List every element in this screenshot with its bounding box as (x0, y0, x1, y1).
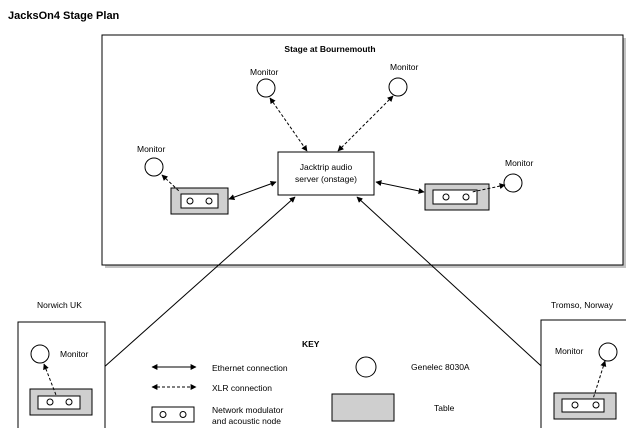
stage-monitor-top-left: Monitor (250, 67, 279, 98)
monitor-label: Monitor (137, 144, 166, 154)
server-label-line1: Jacktrip audio (300, 162, 353, 172)
key-node-label-line2: and acoustic node (212, 416, 281, 426)
stage-node-left (170, 187, 229, 215)
monitor-label: Monitor (555, 346, 584, 356)
xlr-connections-stage (161, 95, 506, 193)
key-node-symbol (151, 406, 195, 423)
stage-monitor-top-right: Monitor (388, 62, 419, 97)
key-genelec-label: Genelec 8030A (411, 362, 470, 372)
server-label-line2: server (onstage) (295, 174, 357, 184)
ethernet-connections-remote (74, 196, 576, 398)
norwich-title: Norwich UK (37, 300, 82, 310)
key-node-label-line1: Network modulator (212, 405, 284, 415)
tromso-site: Tromso, Norway Monitor (540, 300, 626, 428)
key-table-label: Table (434, 403, 455, 413)
key-ethernet-label: Ethernet connection (212, 363, 288, 373)
norwich-site: Norwich UK Monitor (17, 300, 106, 428)
key-xlr-label: XLR connection (212, 383, 272, 393)
stage-title: Stage at Bournemouth (284, 44, 375, 54)
key-genelec-symbol (355, 356, 377, 378)
monitor-label: Monitor (60, 349, 89, 359)
monitor-label: Monitor (505, 158, 534, 168)
page-title: JacksOn4 Stage Plan (8, 10, 120, 22)
key-title: KEY (302, 339, 320, 349)
key-table-symbol (331, 393, 395, 422)
key: KEY Ethernet connection XLR connection N… (151, 339, 470, 426)
tromso-title: Tromso, Norway (551, 300, 614, 310)
stage-node-right (424, 183, 490, 211)
ethernet-connections-stage (228, 180, 425, 200)
monitor-label: Monitor (250, 67, 279, 77)
monitor-label: Monitor (390, 62, 419, 72)
stage-monitor-right: Monitor (503, 158, 534, 193)
jacktrip-server: Jacktrip audio server (onstage) (277, 151, 375, 196)
stage-monitor-left: Monitor (137, 144, 166, 177)
